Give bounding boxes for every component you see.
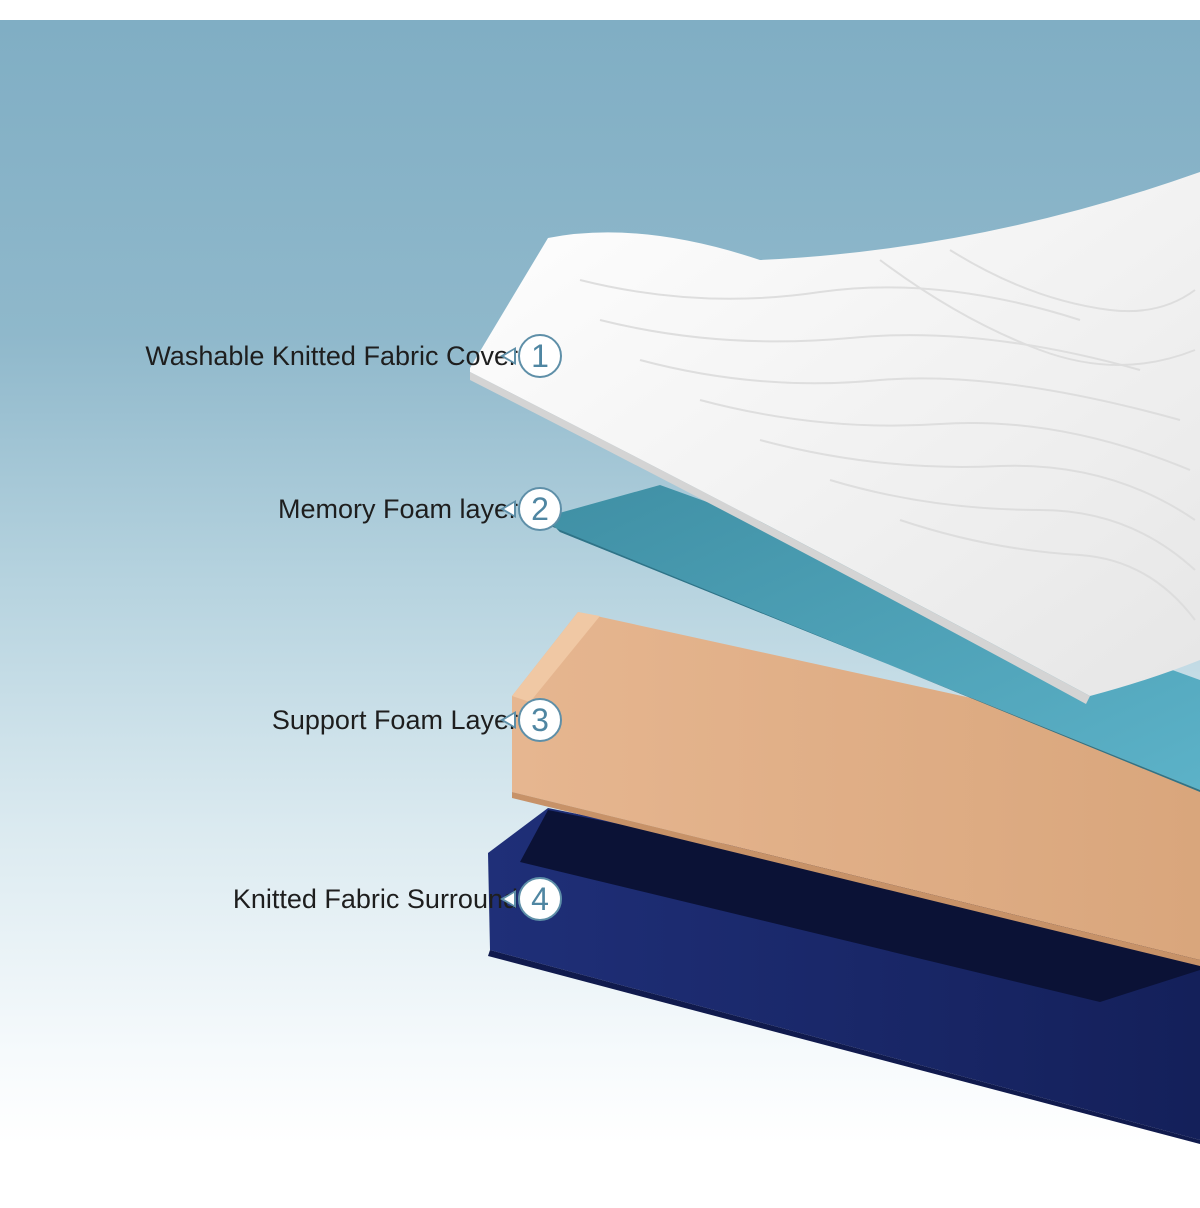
pointer-icon (500, 500, 516, 518)
callout-4: Knitted Fabric Surround (233, 875, 570, 923)
pointer-icon (500, 890, 516, 908)
marker-4: 4 (500, 877, 562, 921)
cover-layer (470, 172, 1200, 704)
layer-4-label: Knitted Fabric Surround (232, 883, 518, 914)
marker-3: 3 (500, 698, 562, 742)
layer-2-number-badge: 2 (518, 487, 562, 531)
layer-4-number-badge: 4 (518, 877, 562, 921)
memory-foam-layer (545, 485, 1200, 792)
pointer-icon (500, 347, 516, 365)
pointer-icon (500, 711, 516, 729)
layer-1-label: Washable Knitted Fabric Cover (145, 340, 518, 371)
surround-layer (488, 808, 1200, 1144)
marker-1: 1 (500, 334, 562, 378)
marker-2: 2 (500, 487, 562, 531)
layer-3-number-badge: 3 (518, 698, 562, 742)
layer-2-label: Memory Foam layer (277, 493, 518, 524)
mattress-illustration (470, 172, 1200, 1144)
layer-1-number-badge: 1 (518, 334, 562, 378)
callout-1: Washable Knitted Fabric Cover (145, 332, 570, 380)
support-foam-layer (512, 612, 1200, 966)
callout-2: Memory Foam layer (278, 485, 570, 533)
callout-3: Support Foam Layer (272, 696, 570, 744)
layer-3-label: Support Foam Layer (271, 704, 518, 735)
diagram-panel: Washable Knitted Fabric Cover 1 Memory F… (0, 20, 1200, 1144)
